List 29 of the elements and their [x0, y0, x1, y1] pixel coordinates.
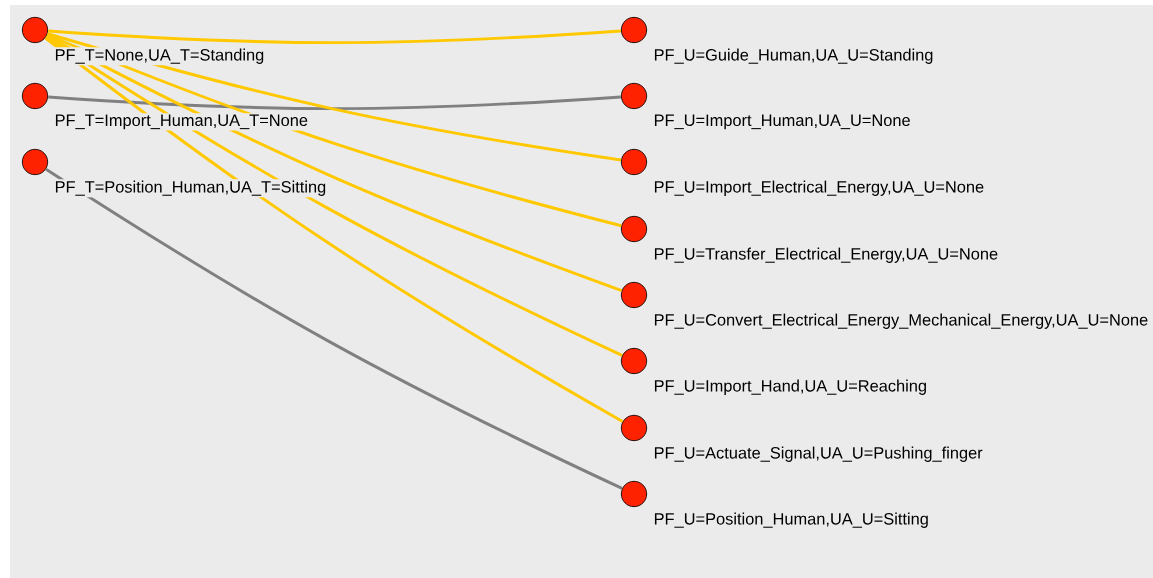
node-label: PF_U=Actuate_Signal,UA_U=Pushing_finger — [652, 445, 985, 464]
node-label: PF_T=Position_Human,UA_T=Sitting — [53, 179, 328, 198]
node-label: PF_U=Import_Electrical_Energy,UA_U=None — [652, 179, 986, 198]
connector-line — [45, 167, 623, 490]
node-circle — [620, 281, 648, 309]
connector-line — [48, 29, 621, 45]
connector-line — [47, 32, 622, 162]
node-circle — [21, 148, 49, 176]
node-label: PF_U=Transfer_Electrical_Energy,UA_U=None — [652, 246, 1000, 265]
node-circle — [620, 16, 648, 44]
node-label: PF_U=Import_Human,UA_U=None — [652, 113, 912, 131]
node-label: PF_U=Position_Human,UA_U=Sitting — [652, 511, 931, 530]
node-circle — [620, 82, 648, 110]
node-circle — [620, 215, 648, 243]
node-circle — [21, 82, 49, 110]
connector-line — [44, 36, 624, 423]
connector-line — [45, 35, 623, 357]
connector-line — [48, 95, 621, 111]
node-label: PF_U=Convert_Electrical_Energy_Mechanical_Energy,UA_U=None — [652, 312, 1150, 331]
node-label: PF_T=Import_Human,UA_T=None — [53, 113, 310, 131]
node-circle — [21, 16, 49, 44]
node-label: PF_U=Guide_Human,UA_U=Standing — [652, 47, 935, 66]
node-label: PF_U=Import_Hand,UA_U=Reaching — [652, 378, 929, 397]
node-circle — [620, 414, 648, 442]
node-circle — [620, 480, 648, 508]
node-label: PF_T=None,UA_T=Standing — [53, 47, 266, 66]
node-circle — [620, 347, 648, 375]
connector-line — [45, 34, 623, 292]
node-circle — [620, 148, 648, 176]
